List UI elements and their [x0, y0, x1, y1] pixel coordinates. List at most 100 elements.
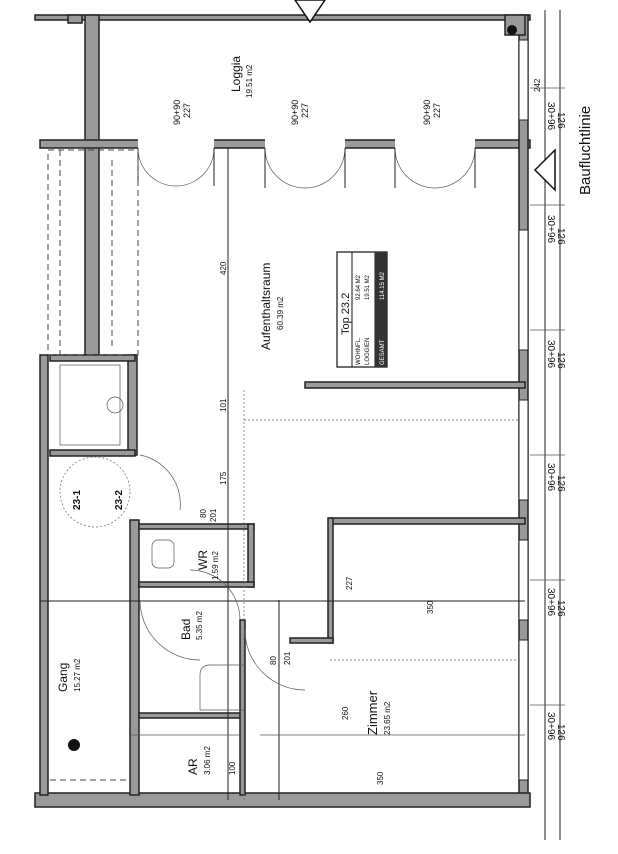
door-swing — [139, 454, 181, 511]
dim-label: 201 — [283, 651, 292, 665]
room-divider-wall — [304, 381, 526, 389]
door-height-label: 227 — [432, 103, 442, 118]
door-size-label: 90+90 — [422, 100, 432, 125]
right-dim-top: 126 — [555, 112, 566, 129]
dim-label: 80 — [269, 656, 278, 665]
kitchen-outline — [47, 149, 139, 356]
dim-label: 80 — [199, 509, 208, 518]
right-dim-bottom: 30+96 — [545, 340, 556, 369]
room-area-bad: 5.35 m2 — [195, 611, 204, 640]
table-label: GESAMT — [380, 339, 386, 365]
door-height-label: 227 — [182, 103, 192, 118]
bath-top-wall — [49, 354, 136, 362]
guides — [40, 10, 565, 840]
dimension-ticks — [530, 87, 565, 706]
door-opening — [395, 139, 475, 149]
room-area-aufenthaltsraum: 60.39 m2 — [276, 296, 285, 330]
top-wall — [34, 14, 531, 21]
window — [518, 539, 529, 621]
bath-bottom-wall — [49, 449, 136, 457]
dim-label: 260 — [341, 706, 350, 720]
windows — [518, 39, 529, 781]
dim-label: 101 — [219, 398, 228, 412]
table-value: 114.15 M2 — [380, 271, 386, 300]
dim-label: 242 — [533, 78, 542, 92]
dim-label: 420 — [219, 261, 228, 275]
dim-label: 350 — [426, 600, 435, 614]
north-triangle-icon — [294, 0, 326, 24]
right-dim-bottom: 30+96 — [545, 712, 556, 741]
dim-label: 350 — [376, 771, 385, 785]
room-name-zimmer: Zimmer — [365, 690, 380, 735]
toilet-icon — [151, 539, 175, 569]
dim-label: 100 — [228, 761, 237, 775]
right-dim-bottom: 30+96 — [545, 215, 556, 244]
table-value: 92.64 M2 — [356, 274, 362, 300]
shower — [59, 364, 121, 446]
wr-bottom-wall — [138, 581, 255, 588]
right-dim-top: 126 — [555, 600, 566, 617]
door-opening — [138, 139, 214, 149]
bad-right-wall — [239, 619, 246, 796]
stair-circle — [59, 456, 131, 528]
table-value: 19.51 M2 — [365, 274, 371, 300]
fire-extinguisher-icon — [68, 739, 80, 751]
table-title: Top 23.2 — [340, 293, 352, 335]
right-dim-top: 126 — [555, 352, 566, 369]
wr-right-wall — [247, 523, 255, 588]
stair-label: 23-1 — [72, 490, 83, 510]
right-dim-top: 126 — [555, 724, 566, 741]
helper-line — [243, 390, 520, 800]
loggia-doors — [137, 139, 476, 189]
table-total-row — [375, 252, 387, 367]
window — [518, 399, 529, 501]
marker-triangle-icon — [533, 148, 556, 192]
room-name-ar: AR — [186, 758, 200, 775]
room-area-wr: 1.59 m2 — [211, 551, 220, 580]
bottom-wall — [34, 792, 531, 808]
room-area-ar: 3.06 m2 — [203, 746, 212, 775]
right-dim-bottom: 30+96 — [545, 102, 556, 131]
room-name-bad: Bad — [179, 619, 193, 640]
zimmer-corner-wall — [289, 637, 334, 644]
right-dim-bottom: 30+96 — [545, 588, 556, 617]
summary-table: Top 23.2 WOHNFL. 92.64 M2 LOGGIEN 19.51 … — [336, 251, 388, 368]
door-swings — [137, 147, 476, 189]
door-swings — [139, 569, 306, 691]
corridor-right-wall — [129, 519, 140, 796]
right-dim-top: 126 — [555, 475, 566, 492]
bauflucht-label: Baufluchtlinie — [577, 106, 594, 195]
room-name-gang: Gang — [56, 663, 70, 692]
room-area-zimmer: 23.65 m2 — [383, 701, 392, 735]
room-area-loggia: 19.51 m2 — [245, 64, 254, 98]
left-pillar-wall — [84, 14, 100, 361]
right-dimension-lines — [544, 10, 561, 840]
room-name-aufenthaltsraum: Aufenthaltsraum — [259, 263, 273, 350]
fire-extinguisher-icon — [507, 25, 517, 35]
window — [518, 39, 529, 121]
window — [518, 639, 529, 781]
table-label: LOGGIEN — [365, 338, 371, 365]
washbasin-icon — [106, 396, 124, 414]
dim-label: 201 — [209, 508, 218, 522]
zimmer-top-wall — [329, 517, 526, 525]
kitchen-counter — [59, 150, 113, 355]
zimmer-left-wall — [327, 517, 334, 644]
door-height-label: 227 — [300, 103, 310, 118]
table-label: WOHNFL. — [356, 337, 362, 365]
door-size-label: 90+90 — [290, 100, 300, 125]
door-opening — [265, 139, 345, 149]
door-size-label: 90+90 — [172, 100, 182, 125]
door-leaves — [137, 148, 476, 188]
dim-label: 227 — [345, 576, 354, 590]
room-name-wr: WR — [196, 550, 210, 570]
bathtub-icon — [199, 664, 245, 711]
pillar — [67, 14, 83, 24]
right-dim-top: 126 — [555, 228, 566, 245]
bath-right-wall — [127, 354, 138, 456]
fixtures — [59, 0, 556, 751]
wr-top-wall — [138, 523, 255, 530]
gang-left-wall — [39, 354, 49, 796]
room-area-gang: 15.27 m2 — [73, 658, 82, 692]
